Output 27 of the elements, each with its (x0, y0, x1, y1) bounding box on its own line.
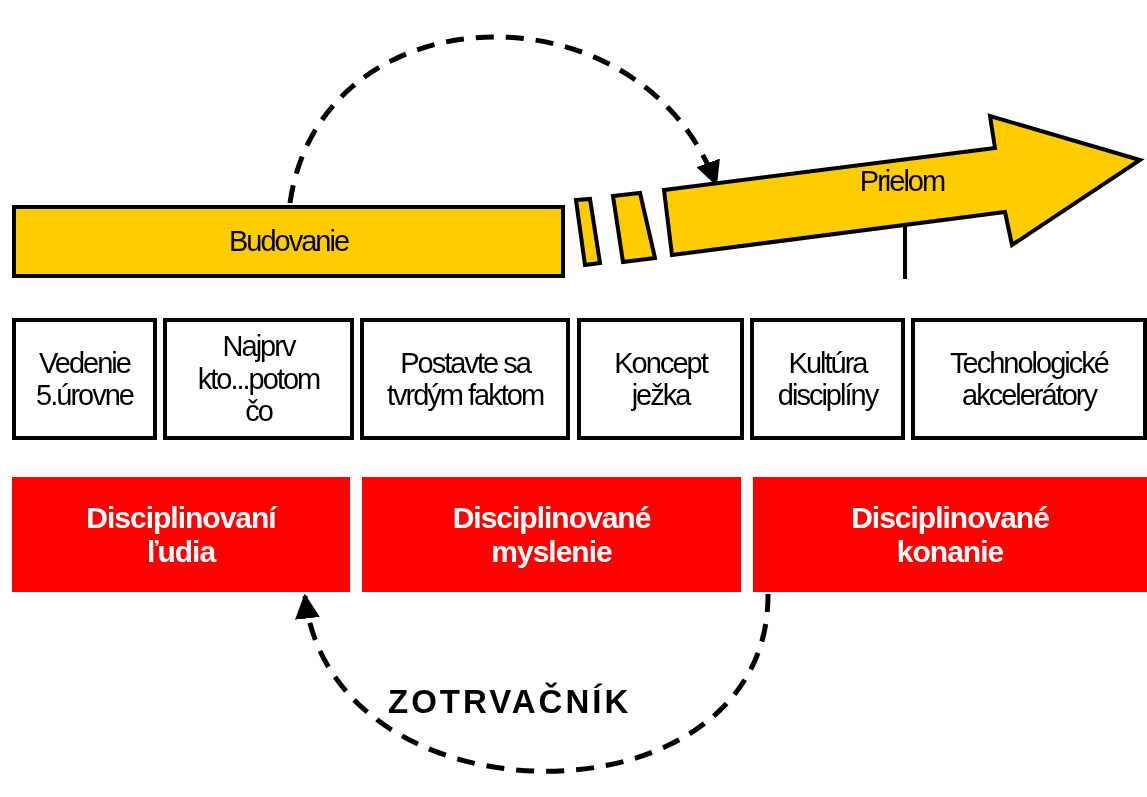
category-label: Disciplinované konanie (850, 500, 1050, 569)
concept-box (163, 318, 354, 440)
bar-segment (575, 198, 601, 266)
category-label: Disciplinovaní ľudia (85, 500, 279, 569)
category-box (753, 477, 1147, 592)
concept-label: Vedenie 5.úrovne (35, 346, 135, 412)
category-label: Disciplinované myslenie (451, 500, 652, 569)
concept-label: Koncept ježka (613, 346, 709, 412)
concept-label: Postavte sa tvrdým faktom (385, 346, 545, 412)
cycle-label: ZOTRVAČNÍK (388, 683, 632, 721)
concept-box (577, 318, 744, 440)
concept-box (750, 318, 905, 440)
category-box (362, 477, 741, 592)
dashed-arrow (287, 34, 719, 204)
concept-label: Technologické akcelerátory (949, 346, 1110, 412)
bar-segment (612, 192, 656, 263)
phase-label: Budovanie (228, 225, 349, 258)
category-box (12, 477, 350, 592)
concept-label: Kultúra disciplíny (776, 346, 879, 412)
phase-label: Prielom (859, 165, 945, 198)
concept-label: Najprv kto...potom čo (196, 330, 321, 428)
concept-box (12, 318, 157, 440)
dashed-arrow (298, 593, 771, 774)
phase-bar (12, 205, 565, 278)
concept-box (911, 318, 1147, 440)
arrow-shape (662, 115, 1142, 256)
concept-box (360, 318, 570, 440)
